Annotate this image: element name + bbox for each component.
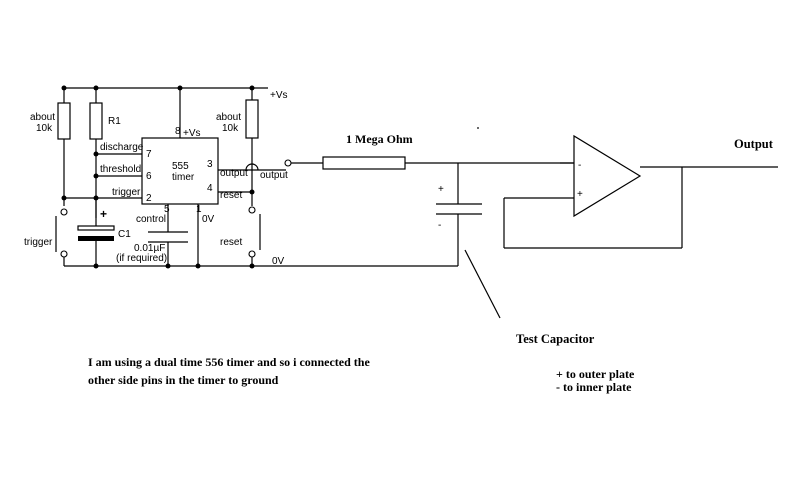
right-10k-resistor [245, 99, 259, 139]
output-label: Output [734, 137, 774, 151]
pin5-number: 5 [164, 204, 170, 215]
ground-rail-label: 0V [272, 256, 285, 267]
output-terminal-label: output [260, 170, 288, 181]
op-amp-plus: + [577, 189, 583, 200]
cap-note-label: (if required) [116, 253, 167, 264]
pin3-number: 3 [207, 159, 213, 170]
discharge-label: discharge [100, 142, 144, 153]
test-cap-minus: - [438, 220, 441, 231]
threshold-label: threshold [100, 164, 141, 175]
chip-vs-label: +Vs [183, 128, 201, 139]
note-line-2: other side pins in the timer to ground [88, 373, 279, 387]
junction-dot [61, 85, 67, 91]
chip-0v-label: 0V [202, 214, 215, 225]
resistor-label: 1 Mega Ohm [346, 132, 413, 146]
vs-rail-label: +Vs [270, 90, 288, 101]
chip-reset-label: reset [220, 190, 242, 201]
note-line-1: I am using a dual time 556 timer and so … [88, 355, 370, 369]
pin7-number: 7 [146, 149, 152, 160]
left-10k-resistor [57, 102, 71, 140]
timer-555-chip [141, 137, 219, 205]
reset-switch-label: reset [220, 237, 242, 248]
op-amp-minus: - [578, 160, 581, 171]
chip-output-label: output [220, 168, 248, 179]
op-amp [573, 134, 642, 218]
trigger-switch-contact [60, 208, 68, 216]
control-label: control [136, 214, 166, 225]
right-resistor-label-1: about [216, 112, 241, 123]
chip-name-555: 555 [172, 161, 189, 172]
right-resistor-label-2: 10k [222, 123, 239, 134]
test-cap-plus: + [438, 184, 444, 195]
test-capacitor-pointer [464, 249, 501, 319]
junction-dot [177, 85, 183, 91]
test-capacitor-label: Test Capacitor [516, 332, 595, 346]
cap-value-label: 0.01µF [134, 243, 165, 254]
pin2-number: 2 [146, 193, 152, 204]
pin4-number: 4 [207, 183, 213, 194]
trigger-switch-label: trigger [24, 237, 53, 248]
r1-label: R1 [108, 116, 121, 127]
output-terminal [284, 159, 292, 167]
left-resistor-label-2: 10k [36, 123, 53, 134]
outer-plate-note: + to outer plate [556, 367, 635, 381]
c1-label: C1 [118, 229, 131, 240]
trigger-pin-label: trigger [112, 187, 141, 198]
c1-capacitor [77, 225, 115, 231]
left-resistor-label-1: about [30, 112, 55, 123]
inner-plate-note: - to inner plate [556, 380, 632, 394]
one-mega-ohm-resistor [322, 156, 406, 170]
junction-dot [249, 85, 255, 91]
r1-resistor [89, 102, 103, 140]
reset-switch-contact [248, 206, 256, 214]
pin1-number: 1 [196, 204, 202, 215]
junction-dot [93, 85, 99, 91]
c1-plus-sign: + [100, 207, 107, 221]
pin6-number: 6 [146, 171, 152, 182]
pin8-number: 8 [175, 126, 181, 137]
chip-name-timer: timer [172, 172, 195, 183]
